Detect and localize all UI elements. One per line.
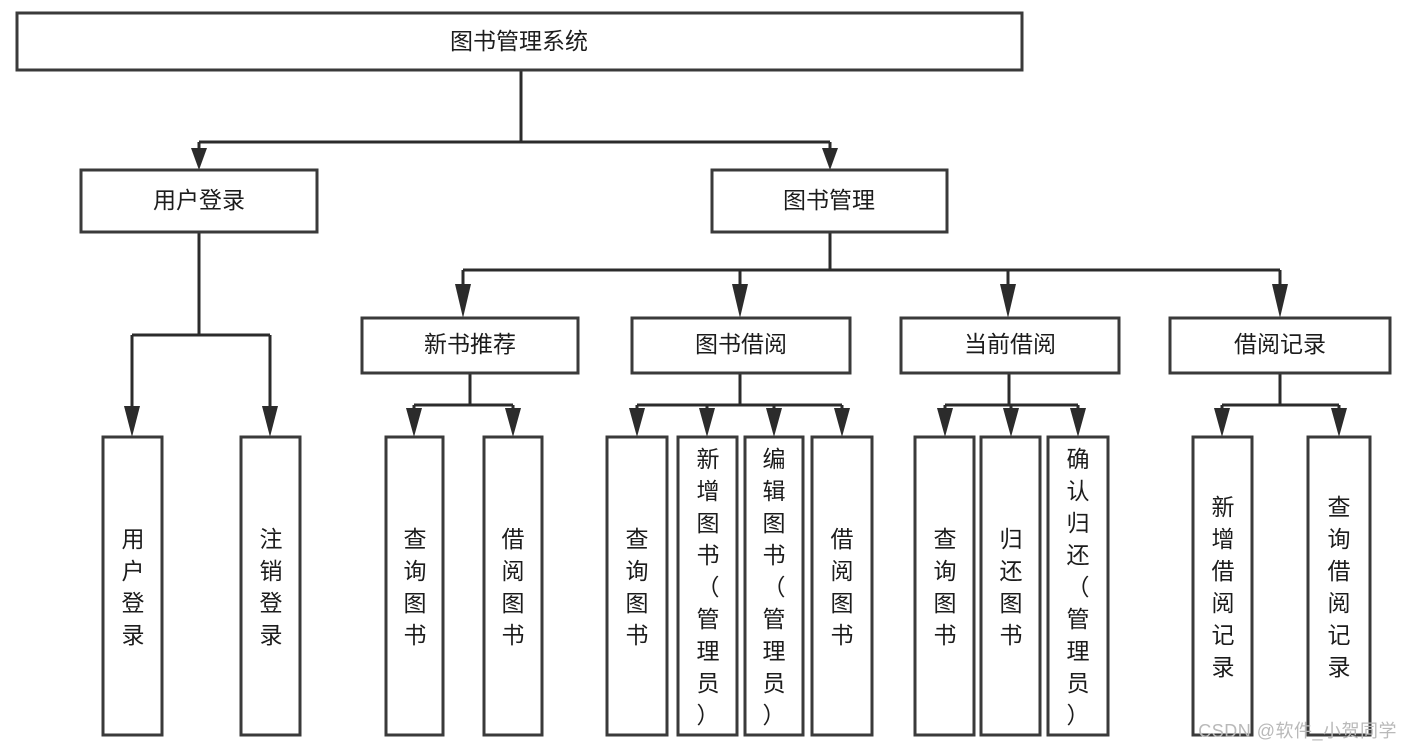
arrow-to-leaf-borrow-book-1	[505, 408, 521, 437]
node-leaf-return-book-box[interactable]	[979, 435, 1042, 737]
arrow-to-leaf-add-record	[1214, 408, 1230, 437]
node-book-borrow-label: 图书借阅	[695, 331, 787, 357]
node-leaf-user-login[interactable]: 用户登录	[101, 435, 164, 737]
node-leaf-confirm-return[interactable]: 确认归还（管理员）	[1046, 435, 1110, 737]
arrow-to-current-borrow	[1000, 284, 1016, 318]
node-leaf-add-book-label: 新增图书（管理员）	[697, 446, 720, 728]
node-leaf-user-logout[interactable]: 注销登录	[239, 435, 302, 737]
node-book-borrow-box[interactable]	[630, 316, 852, 375]
arrow-to-leaf-confirm-return	[1070, 408, 1086, 437]
arrow-to-leaf-add-book	[699, 408, 715, 437]
arrow-to-leaf-user-login	[124, 406, 140, 437]
watermark-credit: CSDN @软件_小贺同学	[1198, 721, 1397, 741]
node-leaf-edit-book-box[interactable]	[743, 435, 805, 737]
arrow-to-leaf-edit-book	[766, 408, 782, 437]
node-leaf-return-book-label: 归还图书	[1000, 526, 1023, 648]
node-leaf-return-book[interactable]: 归还图书	[979, 435, 1042, 737]
node-root[interactable]: 图书管理系统	[15, 11, 1024, 72]
node-current-borrow-label: 当前借阅	[964, 331, 1056, 357]
node-leaf-query-book-2-label: 查询图书	[626, 526, 649, 648]
node-leaf-borrow-book-1-label: 借阅图书	[502, 526, 525, 648]
node-user-login-box[interactable]	[79, 168, 319, 234]
node-leaf-query-book-3-label: 查询图书	[934, 526, 957, 648]
arrow-to-borrow-record	[1272, 284, 1288, 318]
node-leaf-edit-book-label: 编辑图书（管理员）	[763, 446, 786, 728]
node-leaf-user-login-box[interactable]	[101, 435, 164, 737]
node-leaf-query-book-3[interactable]: 查询图书	[913, 435, 976, 737]
node-book-manage-box[interactable]	[710, 168, 949, 234]
node-leaf-borrow-book-1[interactable]: 借阅图书	[482, 435, 544, 737]
node-leaf-user-login-label: 用户登录	[122, 526, 145, 648]
node-borrow-record[interactable]: 借阅记录	[1168, 316, 1392, 375]
node-leaf-query-book-1[interactable]: 查询图书	[384, 435, 445, 737]
node-borrow-record-box[interactable]	[1168, 316, 1392, 375]
node-leaf-add-book[interactable]: 新增图书（管理员）	[676, 435, 739, 737]
arrow-to-leaf-user-logout	[262, 406, 278, 437]
node-leaf-user-logout-label: 注销登录	[260, 526, 283, 648]
node-leaf-query-book-2[interactable]: 查询图书	[605, 435, 669, 737]
node-new-book-recommend[interactable]: 新书推荐	[360, 316, 580, 375]
node-book-manage[interactable]: 图书管理	[710, 168, 949, 234]
node-new-book-recommend-box[interactable]	[360, 316, 580, 375]
node-leaf-borrow-book-2-label: 借阅图书	[831, 526, 854, 648]
node-leaf-query-book-1-box[interactable]	[384, 435, 445, 737]
node-leaf-borrow-book-1-box[interactable]	[482, 435, 544, 737]
node-root-box[interactable]	[15, 11, 1024, 72]
arrow-root-to-user-login	[191, 148, 207, 170]
arrow-to-leaf-borrow-book-2	[834, 408, 850, 437]
node-new-book-recommend-label: 新书推荐	[424, 331, 516, 357]
node-book-borrow[interactable]: 图书借阅	[630, 316, 852, 375]
arrow-to-new-book-recommend	[455, 284, 471, 318]
node-leaf-user-logout-box[interactable]	[239, 435, 302, 737]
node-leaf-add-record-label: 新增借阅记录	[1212, 494, 1235, 680]
arrow-to-leaf-query-book-2	[629, 408, 645, 437]
node-leaf-borrow-book-2-box[interactable]	[810, 435, 874, 737]
connector-layer	[124, 70, 1347, 437]
arrow-to-leaf-query-book-1	[406, 408, 422, 437]
node-current-borrow-box[interactable]	[899, 316, 1121, 375]
node-user-login[interactable]: 用户登录	[79, 168, 319, 234]
arrow-to-book-borrow	[732, 284, 748, 318]
node-leaf-add-record-box[interactable]	[1191, 435, 1254, 737]
node-leaf-query-record-label: 查询借阅记录	[1328, 494, 1351, 680]
node-leaf-borrow-book-2[interactable]: 借阅图书	[810, 435, 874, 737]
node-user-login-label: 用户登录	[153, 187, 245, 213]
node-current-borrow[interactable]: 当前借阅	[899, 316, 1121, 375]
node-book-manage-label: 图书管理	[783, 187, 875, 213]
node-leaf-query-record[interactable]: 查询借阅记录	[1306, 435, 1372, 737]
node-leaf-edit-book[interactable]: 编辑图书（管理员）	[743, 435, 805, 737]
node-leaf-confirm-return-box[interactable]	[1046, 435, 1110, 737]
node-leaf-query-book-3-box[interactable]	[913, 435, 976, 737]
node-leaf-add-record[interactable]: 新增借阅记录	[1191, 435, 1254, 737]
node-leaf-query-record-box[interactable]	[1306, 435, 1372, 737]
arrow-to-leaf-query-record	[1331, 408, 1347, 437]
node-leaf-query-book-2-box[interactable]	[605, 435, 669, 737]
node-leaf-add-book-box[interactable]	[676, 435, 739, 737]
node-leaf-confirm-return-label: 确认归还（管理员）	[1067, 446, 1090, 728]
node-root-label: 图书管理系统	[450, 28, 588, 54]
arrow-to-leaf-return-book	[1003, 408, 1019, 437]
arrow-to-leaf-query-book-3	[937, 408, 953, 437]
arrow-root-to-book-manage	[822, 148, 838, 170]
node-borrow-record-label: 借阅记录	[1234, 331, 1326, 357]
node-leaf-query-book-1-label: 查询图书	[404, 526, 427, 648]
